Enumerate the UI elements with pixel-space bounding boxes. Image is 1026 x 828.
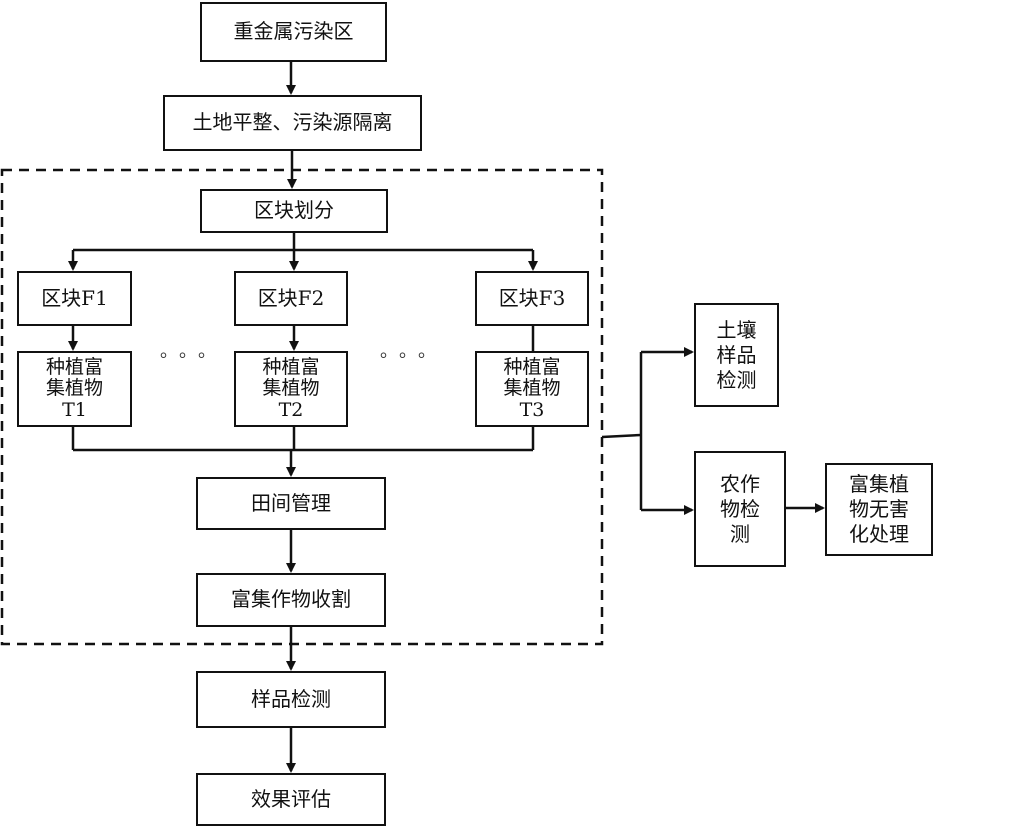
crop-test-box: 农作 物检 测	[694, 451, 786, 567]
soil-test-box: 土壤 样品 检测	[694, 303, 779, 407]
connector-box-to-right	[601, 433, 642, 439]
dashed-process-boundary	[0, 168, 604, 646]
plant-t3-box: 种植富 集植物 T3	[475, 351, 589, 427]
block-division-box: 区块划分	[200, 189, 388, 233]
pollution-zone-box: 重金属污染区	[200, 2, 387, 62]
block-f2-box: 区块F2	[234, 271, 348, 326]
harvest-box: 富集作物收割	[196, 573, 386, 627]
ellipsis-right: 。。。	[380, 341, 446, 362]
harmless-treatment-box: 富集植 物无害 化处理	[825, 463, 933, 556]
block-f3-box: 区块F3	[475, 271, 589, 326]
field-management-box: 田间管理	[196, 477, 386, 530]
sample-test-box: 样品检测	[196, 671, 386, 728]
block-f1-box: 区块F1	[17, 271, 132, 326]
ellipsis-left: 。。。	[160, 341, 226, 362]
plant-t2-box: 种植富 集植物 T2	[234, 351, 348, 427]
plant-t1-box: 种植富 集植物 T1	[17, 351, 132, 427]
main-connectors	[68, 62, 825, 773]
evaluation-box: 效果评估	[196, 773, 386, 826]
land-leveling-box: 土地平整、污染源隔离	[163, 95, 422, 151]
